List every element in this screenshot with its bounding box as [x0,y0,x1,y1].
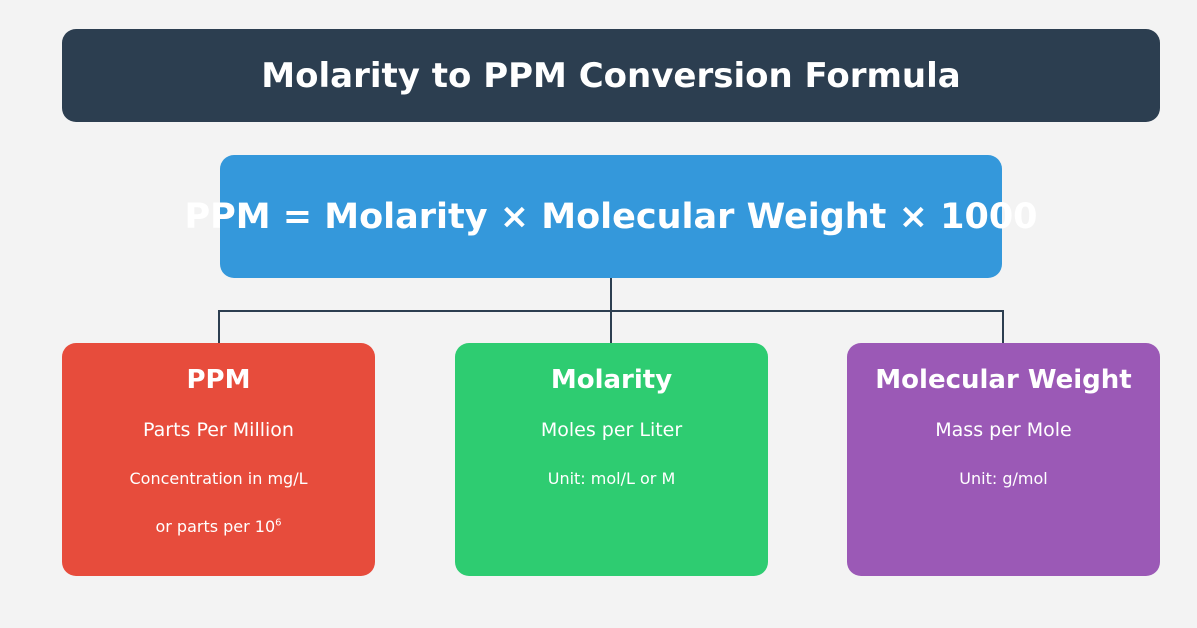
card-molecular-weight: Molecular Weight Mass per Mole Unit: g/m… [847,343,1160,576]
card-molarity-detail-1: Unit: mol/L or M [547,469,676,488]
card-ppm-detail-2-exponent: 6 [275,517,282,529]
card-molecular-weight-detail-1: Unit: g/mol [959,469,1048,488]
formula-text: PPM = Molarity × Molecular Weight × 1000 [184,196,1038,237]
card-ppm-detail-1: Concentration in mg/L [129,469,308,488]
card-molecular-weight-subtitle: Mass per Mole [935,419,1072,441]
card-molarity: Molarity Moles per Liter Unit: mol/L or … [455,343,768,576]
card-ppm: PPM Parts Per Million Concentration in m… [62,343,375,576]
card-ppm-detail-2: or parts per 106 [62,517,375,536]
card-molarity-title: Molarity [550,365,673,395]
diagram-title: Molarity to PPM Conversion Formula [261,55,961,96]
card-ppm-subtitle: Parts Per Million [143,419,294,441]
card-ppm-detail-2-text: or parts per 10 [155,517,276,536]
card-ppm-title: PPM [186,365,251,395]
card-molecular-weight-title: Molecular Weight [875,365,1132,395]
formula-box: PPM = Molarity × Molecular Weight × 1000 [184,155,1038,278]
title-banner: Molarity to PPM Conversion Formula [62,29,1160,122]
card-molarity-subtitle: Moles per Liter [540,419,683,441]
